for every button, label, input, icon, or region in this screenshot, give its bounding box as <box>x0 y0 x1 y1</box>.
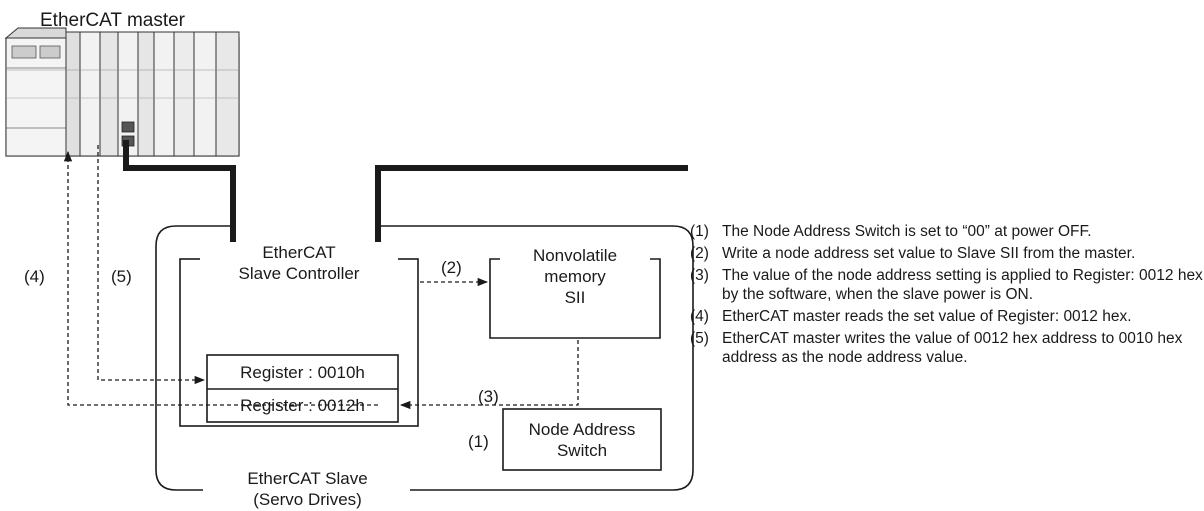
plc-unit-icon <box>4 27 240 157</box>
step-marker-5: (5) <box>111 267 132 286</box>
arrow-step-3 <box>399 340 579 410</box>
step-marker-3: (3) <box>478 387 499 406</box>
note-number: (5) <box>690 330 709 347</box>
note-number: (2) <box>690 245 709 262</box>
note-item: (5) EtherCAT master writes the value of … <box>690 329 1204 367</box>
note-text: EtherCAT master reads the set value of R… <box>722 308 1132 325</box>
register-0012h-label: Register : 0012h <box>240 396 365 415</box>
slave-controller-label: EtherCAT Slave Controller <box>200 242 398 284</box>
step-marker-2: (2) <box>441 258 462 277</box>
note-number: (1) <box>690 223 709 240</box>
slave-frame <box>155 225 694 491</box>
step-notes-list: (1) The Node Address Switch is set to “0… <box>690 222 1204 370</box>
arrow-step-4 <box>63 150 378 406</box>
slave-line2: (Servo Drives) <box>253 490 362 509</box>
memory-line3: SII <box>564 288 586 307</box>
ethercat-slave-label: EtherCAT Slave (Servo Drives) <box>205 468 410 510</box>
note-item: (4) EtherCAT master reads the set value … <box>690 307 1204 326</box>
arrow-step-5 <box>97 145 206 385</box>
note-text: Write a node address set value to Slave … <box>722 245 1136 262</box>
note-number: (4) <box>690 308 709 325</box>
note-number: (3) <box>690 267 709 284</box>
note-text: The value of the node address setting is… <box>722 267 1203 303</box>
slave-controller-line2: Slave Controller <box>238 264 360 283</box>
step-marker-1: (1) <box>468 432 489 451</box>
node-address-switch-box <box>502 408 662 471</box>
ethercat-cable-out <box>375 165 688 262</box>
slave-line1: EtherCAT Slave <box>247 469 368 488</box>
master-title: EtherCAT master <box>40 10 186 31</box>
note-text: EtherCAT master writes the value of 0012… <box>722 330 1183 366</box>
slave-controller-line1: EtherCAT <box>262 243 336 262</box>
node-address-switch-label: Node Address Switch <box>503 419 661 461</box>
note-item: (2) Write a node address set value to Sl… <box>690 244 1204 263</box>
note-item: (3) The value of the node address settin… <box>690 266 1204 304</box>
note-item: (1) The Node Address Switch is set to “0… <box>690 222 1204 241</box>
ethercat-cable-in <box>123 140 236 262</box>
register-0010h-label: Register : 0010h <box>240 363 365 382</box>
switch-line2: Switch <box>556 441 608 460</box>
note-text: The Node Address Switch is set to “00” a… <box>722 223 1092 240</box>
switch-line1: Node Address <box>528 420 636 439</box>
step-marker-4: (4) <box>24 267 45 286</box>
memory-line2: memory <box>544 267 606 286</box>
memory-label: Nonvolatile memory SII <box>500 245 650 308</box>
memory-box <box>489 258 661 339</box>
memory-line1: Nonvolatile <box>532 246 618 265</box>
